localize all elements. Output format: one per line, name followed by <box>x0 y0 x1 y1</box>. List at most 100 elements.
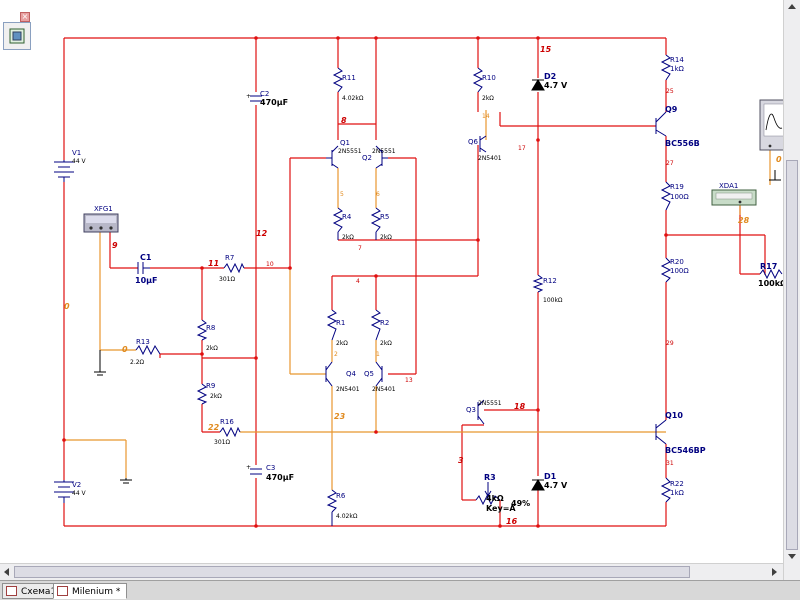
scroll-left-arrow-icon[interactable] <box>4 568 9 576</box>
resistor-r2[interactable]: R2 2kΩ <box>370 309 392 347</box>
r14-value: 1kΩ <box>670 65 685 73</box>
scroll-up-arrow-icon[interactable] <box>788 4 796 9</box>
transistor-q4[interactable]: Q4 2N5401 <box>325 361 360 393</box>
net-label: 29 <box>666 340 674 347</box>
net-label: 3 <box>458 456 464 465</box>
r9-ref: R9 <box>206 382 215 390</box>
net-label: 13 <box>405 377 413 384</box>
r22-value: 1kΩ <box>670 489 685 497</box>
net-label: 28 <box>738 216 750 225</box>
capacitor-c1[interactable]: C1 10µF <box>135 253 157 285</box>
resistor-r16[interactable]: R16 301Ω <box>214 418 241 446</box>
battery-v1[interactable]: V1 44 V <box>54 149 87 182</box>
v2-ref: V2 <box>72 481 81 489</box>
q4-model: 2N5401 <box>336 386 360 393</box>
net-label: 1 <box>376 351 380 358</box>
xfg1-ref: XFG1 <box>94 205 113 213</box>
transistor-q3[interactable]: Q3 2N5551 <box>466 399 502 425</box>
v2-value: 44 V <box>72 490 87 497</box>
tab-milenium[interactable]: Milenium * <box>53 583 128 599</box>
v1-value: 44 V <box>72 158 87 165</box>
transistor-q1[interactable]: Q1 2N5551 <box>326 139 362 169</box>
tab-schema1[interactable]: Схема1 <box>2 583 64 599</box>
transistor-q9[interactable]: Q9 BC556B <box>655 105 700 148</box>
scroll-right-arrow-icon[interactable] <box>772 568 777 576</box>
resistor-r20[interactable]: R20 100Ω <box>660 257 689 283</box>
q9-model: BC556B <box>665 139 700 148</box>
transistor-q2[interactable]: Q2 2N5551 <box>362 145 396 169</box>
close-icon[interactable]: × <box>20 12 30 22</box>
resistor-r19[interactable]: R19 100Ω <box>660 181 689 211</box>
potentiometer-r3[interactable]: R3 4kΩ Key=A 49% <box>475 473 530 513</box>
resistor-r13[interactable]: R13 2.2Ω <box>130 338 161 366</box>
resistor-r1[interactable]: R1 2kΩ <box>326 309 348 347</box>
net-label: 14 <box>482 113 490 120</box>
instrument-panel-button[interactable] <box>3 22 31 50</box>
r3-ref: R3 <box>484 473 496 482</box>
c3-ref: C3 <box>266 464 275 472</box>
net-label: 6 <box>376 191 380 198</box>
resistor-r10[interactable]: R10 2kΩ <box>472 67 496 102</box>
r22-ref: R22 <box>670 480 684 488</box>
resistor-r14[interactable]: R14 1kΩ <box>660 54 685 81</box>
c2-plus: + <box>246 93 251 100</box>
resistor-r9[interactable]: R9 2kΩ <box>196 382 222 405</box>
q4-ref: Q4 <box>346 370 357 378</box>
r7-ref: R7 <box>225 254 234 262</box>
distortion-analyzer-xda1[interactable]: XDA1 <box>711 182 757 206</box>
vertical-scroll-thumb[interactable] <box>786 160 798 550</box>
resistor-r22[interactable]: R22 1kΩ <box>660 477 685 503</box>
net-label: 31 <box>666 460 674 467</box>
capacitor-c3[interactable]: + C3 470µF <box>246 464 294 482</box>
net-label: 4 <box>356 278 360 285</box>
vertical-scrollbar[interactable] <box>783 0 800 580</box>
zener-diode-d1[interactable]: D1 4.7 V <box>531 472 568 491</box>
r4-ref: R4 <box>342 213 352 221</box>
q6-model: 2N5401 <box>478 155 502 162</box>
c1-value: 10µF <box>135 276 157 285</box>
function-generator-xfg1[interactable]: XFG1 <box>83 205 119 233</box>
r13-ref: R13 <box>136 338 150 346</box>
net-label: 0 <box>776 155 782 164</box>
r7-value: 301Ω <box>219 276 235 283</box>
transistor-q10[interactable]: Q10 BC546BP <box>655 411 706 455</box>
r10-ref: R10 <box>482 74 496 82</box>
resistor-r17[interactable]: R17 100kΩ <box>758 262 787 288</box>
horizontal-scroll-thumb[interactable] <box>14 566 690 578</box>
q6-ref: Q6 <box>468 138 479 146</box>
resistor-r7[interactable]: R7 301Ω <box>219 254 245 283</box>
resistor-r4[interactable]: R4 2kΩ <box>332 207 354 241</box>
resistor-r8[interactable]: R8 2kΩ <box>196 319 218 352</box>
net-label: 22 <box>208 423 220 432</box>
horizontal-scrollbar[interactable] <box>0 563 783 580</box>
grid-panel-icon <box>9 28 25 44</box>
schematic-drawing[interactable]: V1 44 V V2 44 V XFG1 C1 10µF <box>0 0 789 563</box>
r1-value: 2kΩ <box>336 340 348 347</box>
xda1-ref: XDA1 <box>719 182 738 190</box>
transistor-q6[interactable]: Q6 2N5401 <box>468 135 502 162</box>
r12-ref: R12 <box>543 277 557 285</box>
resistor-r11[interactable]: R11 4.02kΩ <box>332 67 364 102</box>
capacitor-c2[interactable]: + C2 470µF <box>246 90 288 107</box>
net-label: 15 <box>540 45 552 54</box>
c3-value: 470µF <box>266 473 294 482</box>
d1-value: 4.7 V <box>544 481 568 490</box>
resistor-r12[interactable]: R12 100kΩ <box>532 274 563 304</box>
resistor-r6[interactable]: R6 4.02kΩ <box>326 489 358 526</box>
resistor-r5[interactable]: R5 2kΩ <box>370 207 392 241</box>
oscilloscope[interactable] <box>759 99 789 151</box>
zener-diode-d2[interactable]: D2 4.7 V <box>531 72 568 91</box>
net-label: 17 <box>518 145 526 152</box>
transistor-q5[interactable]: Q5 2N5401 <box>364 361 396 393</box>
q5-model: 2N5401 <box>372 386 396 393</box>
q3-model: 2N5551 <box>478 400 502 407</box>
scroll-down-arrow-icon[interactable] <box>788 554 796 559</box>
net-label: 16 <box>506 517 518 526</box>
c3-plus: + <box>246 464 251 471</box>
r3-key: Key=A <box>486 504 516 513</box>
battery-v2[interactable]: V2 44 V <box>54 480 87 503</box>
v1-ref: V1 <box>72 149 81 157</box>
q2-ref: Q2 <box>362 154 372 162</box>
net-label: 27 <box>666 160 674 167</box>
